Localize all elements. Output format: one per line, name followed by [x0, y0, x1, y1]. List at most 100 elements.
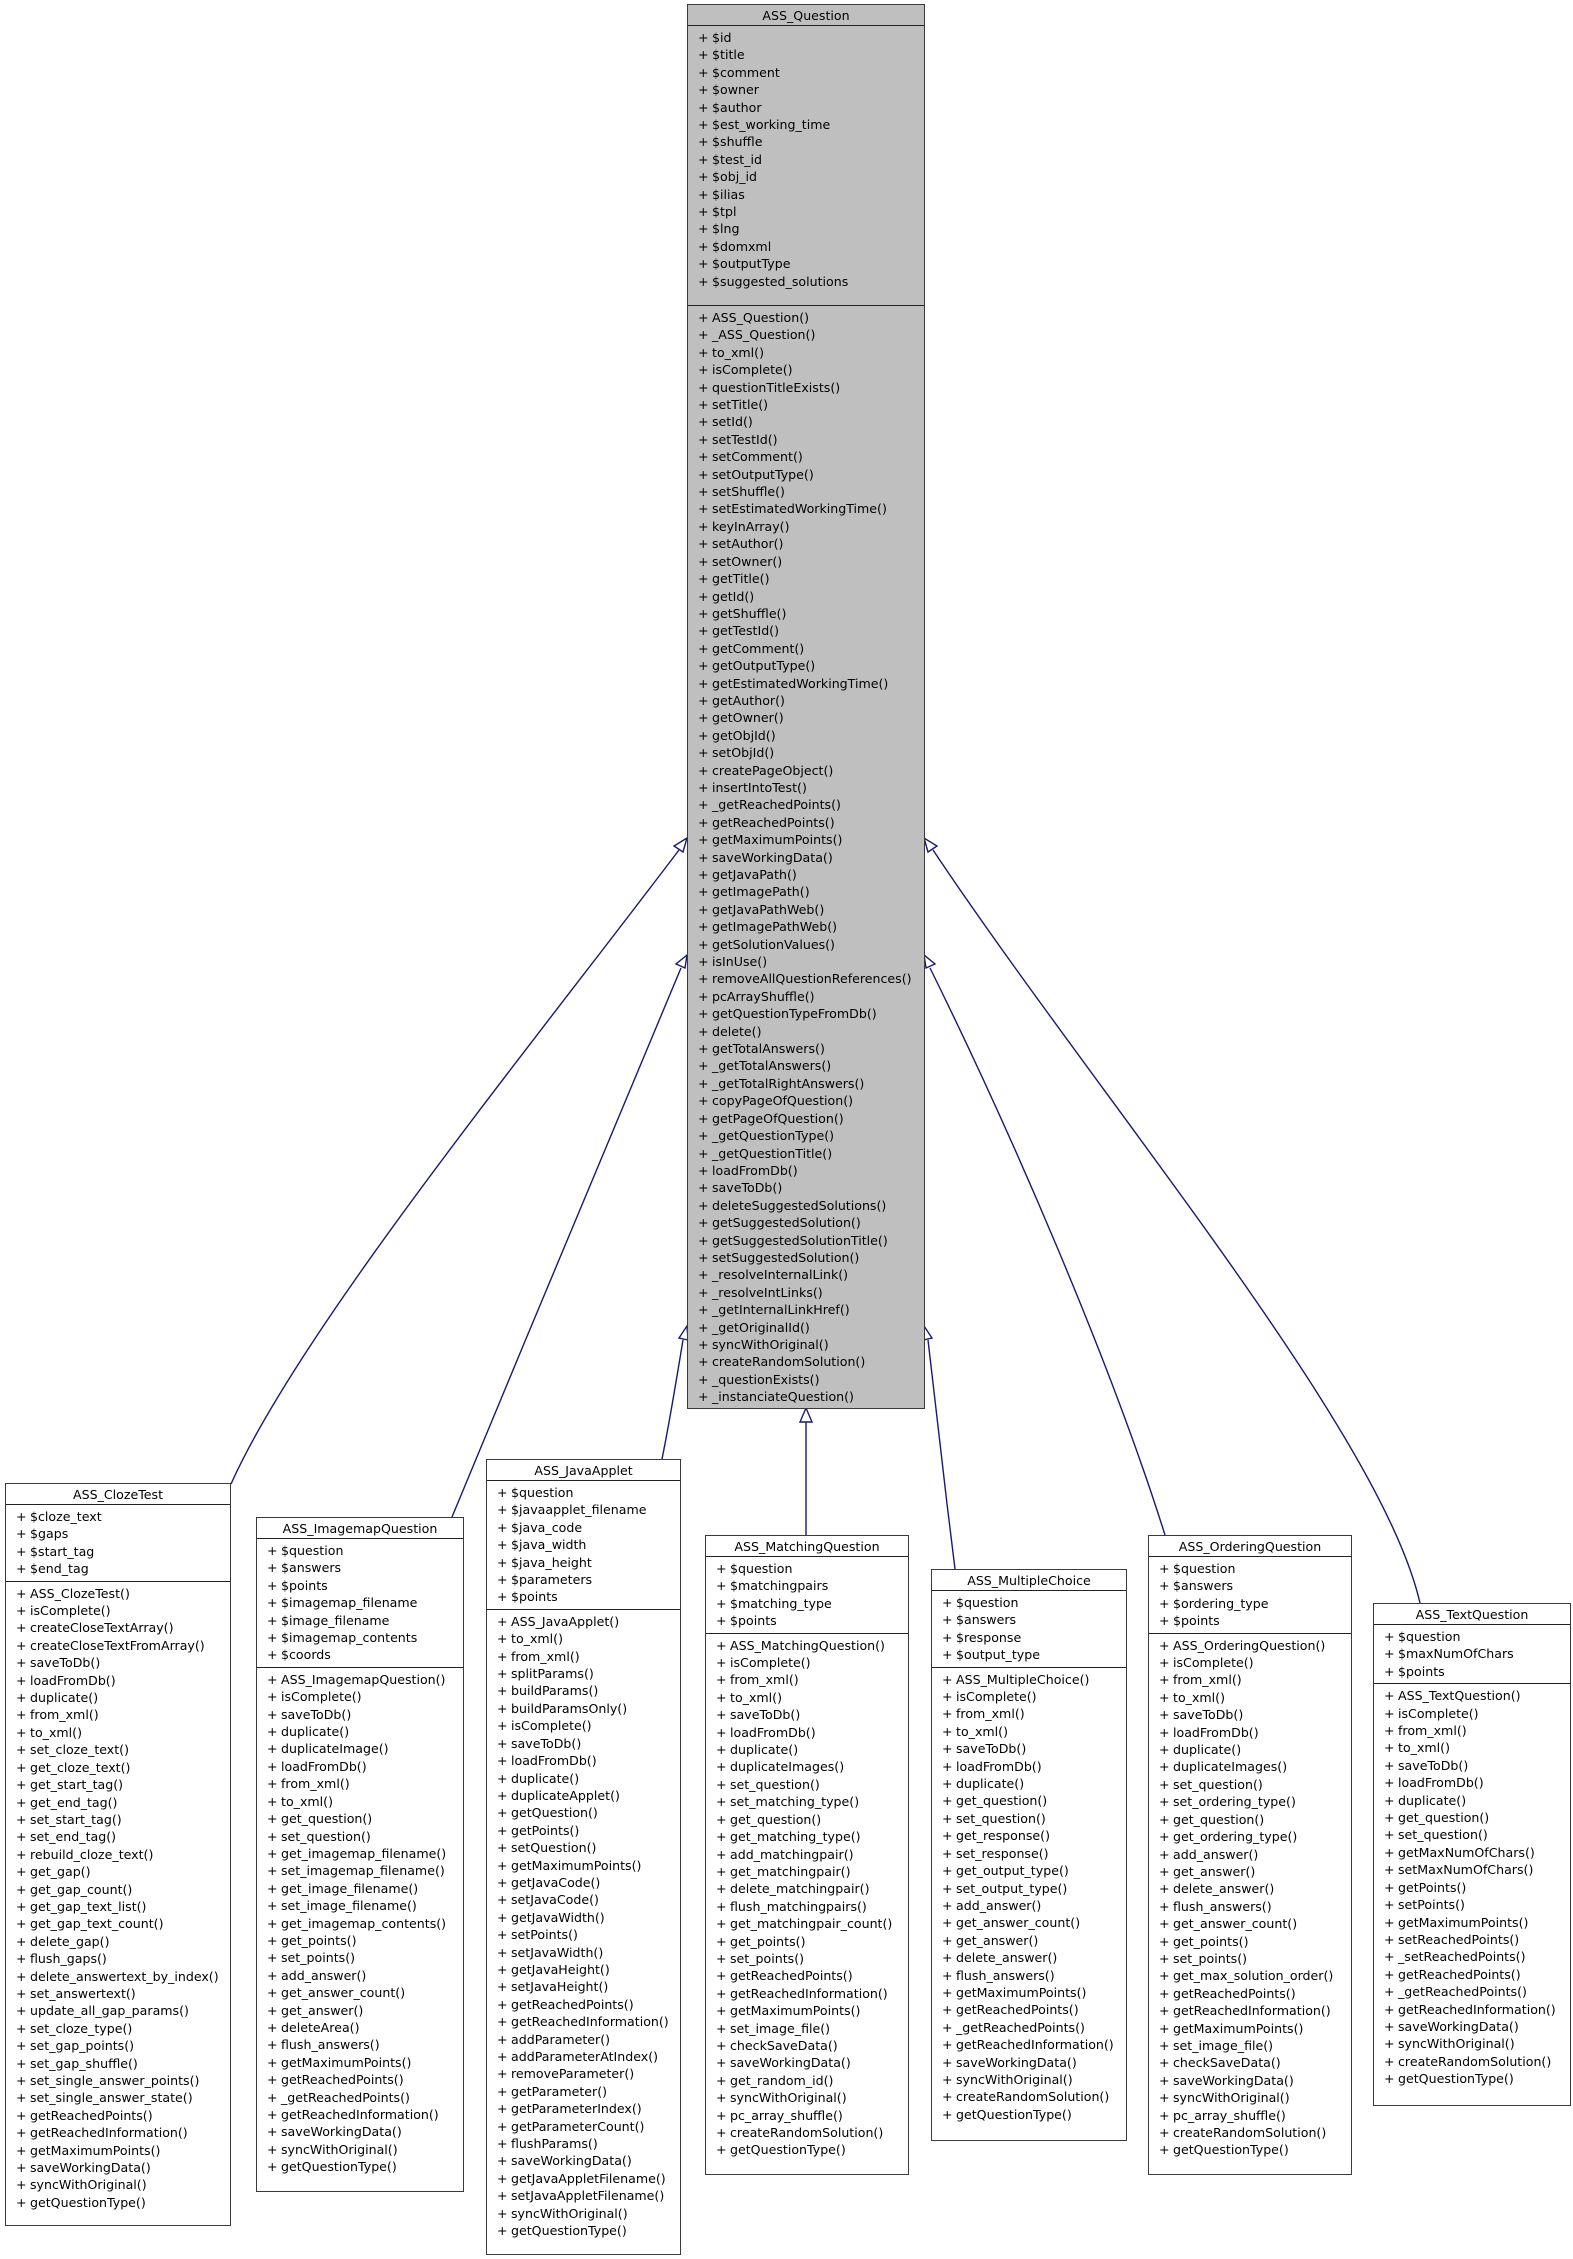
class-ass-clozetest[interactable]: ASS_ClozeTest +$cloze_text+$gaps+$start_…	[5, 1483, 231, 2226]
class-ass-question[interactable]: ASS_Question +$id+$title+$comment+$owner…	[687, 4, 925, 1409]
visibility-public-icon: +	[267, 1950, 278, 1966]
method-item: +saveWorkingData()	[688, 849, 924, 866]
attribute-item: +$title	[688, 46, 924, 63]
attribute-name: $question	[1173, 1561, 1236, 1576]
visibility-public-icon: +	[16, 1543, 27, 1559]
class-ass-orderingquestion[interactable]: ASS_OrderingQuestion +$question+$answers…	[1148, 1535, 1352, 2175]
visibility-public-icon: +	[1159, 1863, 1170, 1879]
method-name: set_image_filename()	[281, 1898, 417, 1914]
method-item: +from_xml()	[706, 1671, 908, 1688]
class-ass-javaapplet[interactable]: ASS_JavaApplet +$question+$javaapplet_fi…	[486, 1459, 681, 2255]
method-item: +_getTotalRightAnswers()	[688, 1075, 924, 1092]
method-name: getJavaCode()	[511, 1874, 601, 1890]
method-name: duplicate()	[1173, 1742, 1242, 1758]
method-item: +_getReachedPoints()	[1374, 1983, 1570, 2000]
method-item: +syncWithOriginal()	[6, 2176, 230, 2193]
visibility-public-icon: +	[1159, 1613, 1170, 1629]
method-item: +syncWithOriginal()	[1374, 2035, 1570, 2052]
method-name: getComment()	[712, 640, 805, 656]
method-name: from_xml()	[30, 1707, 99, 1723]
method-name: from_xml()	[281, 1776, 350, 1792]
visibility-public-icon: +	[698, 936, 709, 952]
visibility-public-icon: +	[716, 2072, 727, 2088]
attribute-item: +$java_width	[487, 1536, 680, 1553]
method-name: getImagePathWeb()	[712, 919, 838, 935]
method-name: delete_gap()	[30, 1933, 110, 1949]
method-name: _getReachedPoints()	[712, 797, 841, 813]
class-ass-textquestion[interactable]: ASS_TextQuestion +$question+$maxNumOfCha…	[1373, 1603, 1571, 2106]
visibility-public-icon: +	[698, 1302, 709, 1318]
visibility-public-icon: +	[1384, 1792, 1395, 1808]
method-item: +loadFromDb()	[487, 1752, 680, 1769]
method-name: set_gap_points()	[30, 2038, 135, 2054]
visibility-public-icon: +	[497, 1700, 508, 1716]
class-ass-matchingquestion[interactable]: ASS_MatchingQuestion +$question+$matchin…	[705, 1535, 909, 2175]
method-name: loadFromDb()	[712, 1162, 798, 1178]
visibility-public-icon: +	[698, 256, 709, 272]
attribute-name: $points	[1173, 1613, 1220, 1629]
method-name: getReachedInformation()	[281, 2107, 439, 2122]
method-name: getSolutionValues()	[712, 936, 835, 952]
visibility-public-icon: +	[1384, 2018, 1395, 2034]
method-item: +getMaximumPoints()	[6, 2142, 230, 2159]
method-item: +get_question()	[1374, 1809, 1570, 1826]
method-name: set_question()	[730, 1776, 820, 1792]
method-item: +ASS_ClozeTest()	[6, 1585, 230, 1602]
class-attributes: +$cloze_text+$gaps+$start_tag+$end_tag	[6, 1505, 230, 1582]
method-item: +loadFromDb()	[257, 1758, 463, 1775]
method-item: +syncWithOriginal()	[706, 2089, 908, 2106]
method-item: +to_xml()	[6, 1724, 230, 1741]
visibility-public-icon: +	[267, 1967, 278, 1983]
visibility-public-icon: +	[16, 2107, 27, 2123]
visibility-public-icon: +	[497, 1648, 508, 1664]
method-item: +flush_answers()	[257, 2036, 463, 2053]
attribute-name: $question	[511, 1485, 574, 1500]
method-name: duplicate()	[1398, 1792, 1467, 1808]
visibility-public-icon: +	[1159, 2072, 1170, 2088]
method-item: +getReachedPoints()	[1374, 1966, 1570, 1983]
visibility-public-icon: +	[1159, 1811, 1170, 1827]
class-ass-multiplechoice[interactable]: ASS_MultipleChoice +$question+$answers+$…	[931, 1569, 1127, 2141]
method-name: flush_answers()	[281, 2037, 380, 2053]
visibility-public-icon: +	[1159, 1689, 1170, 1705]
method-item: +flushParams()	[487, 2135, 680, 2152]
attribute-name: $shuffle	[712, 134, 763, 150]
method-name: saveWorkingData()	[30, 2160, 151, 2176]
method-item: +getMaximumPoints()	[1149, 2020, 1351, 2037]
visibility-public-icon: +	[497, 2153, 508, 2169]
method-item: +to_xml()	[932, 1723, 1126, 1740]
attribute-item: +$answers	[932, 1611, 1126, 1628]
visibility-public-icon: +	[698, 1145, 709, 1161]
class-ass-imagemapquestion[interactable]: ASS_ImagemapQuestion +$question+$answers…	[256, 1517, 464, 2192]
visibility-public-icon: +	[16, 1585, 27, 1601]
method-item: +_getOriginalId()	[688, 1319, 924, 1336]
method-name: get_gap()	[30, 1864, 91, 1880]
attribute-name: $question	[281, 1543, 344, 1558]
method-item: +getMaximumPoints()	[932, 1984, 1126, 2001]
visibility-public-icon: +	[267, 1724, 278, 1740]
visibility-public-icon: +	[267, 1647, 278, 1663]
visibility-public-icon: +	[1384, 1931, 1395, 1947]
method-item: +createRandomSolution()	[1149, 2124, 1351, 2141]
method-item: +getSuggestedSolutionTitle()	[688, 1232, 924, 1249]
method-item: +getPageOfQuestion()	[688, 1110, 924, 1127]
visibility-public-icon: +	[267, 1543, 278, 1558]
visibility-public-icon: +	[1384, 1827, 1395, 1843]
visibility-public-icon: +	[16, 2073, 27, 2088]
visibility-public-icon: +	[698, 1128, 709, 1144]
method-item: +to_xml()	[706, 1689, 908, 1706]
method-name: setQuestion()	[511, 1840, 597, 1856]
visibility-public-icon: +	[1159, 2003, 1170, 2019]
method-item: +getQuestionType()	[6, 2194, 230, 2211]
visibility-public-icon: +	[716, 1707, 727, 1723]
method-name: getReachedPoints()	[30, 2107, 153, 2123]
method-name: isInUse()	[712, 954, 768, 970]
method-item: +getJavaCode()	[487, 1874, 680, 1891]
method-item: +get_points()	[706, 1933, 908, 1950]
method-item: +createCloseTextArray()	[6, 1619, 230, 1636]
method-item: +get_imagemap_filename()	[257, 1845, 463, 1862]
visibility-public-icon: +	[1384, 2036, 1395, 2052]
method-name: getQuestionType()	[1173, 2142, 1289, 2158]
method-item: +to_xml()	[688, 344, 924, 361]
visibility-public-icon: +	[942, 1984, 953, 2000]
